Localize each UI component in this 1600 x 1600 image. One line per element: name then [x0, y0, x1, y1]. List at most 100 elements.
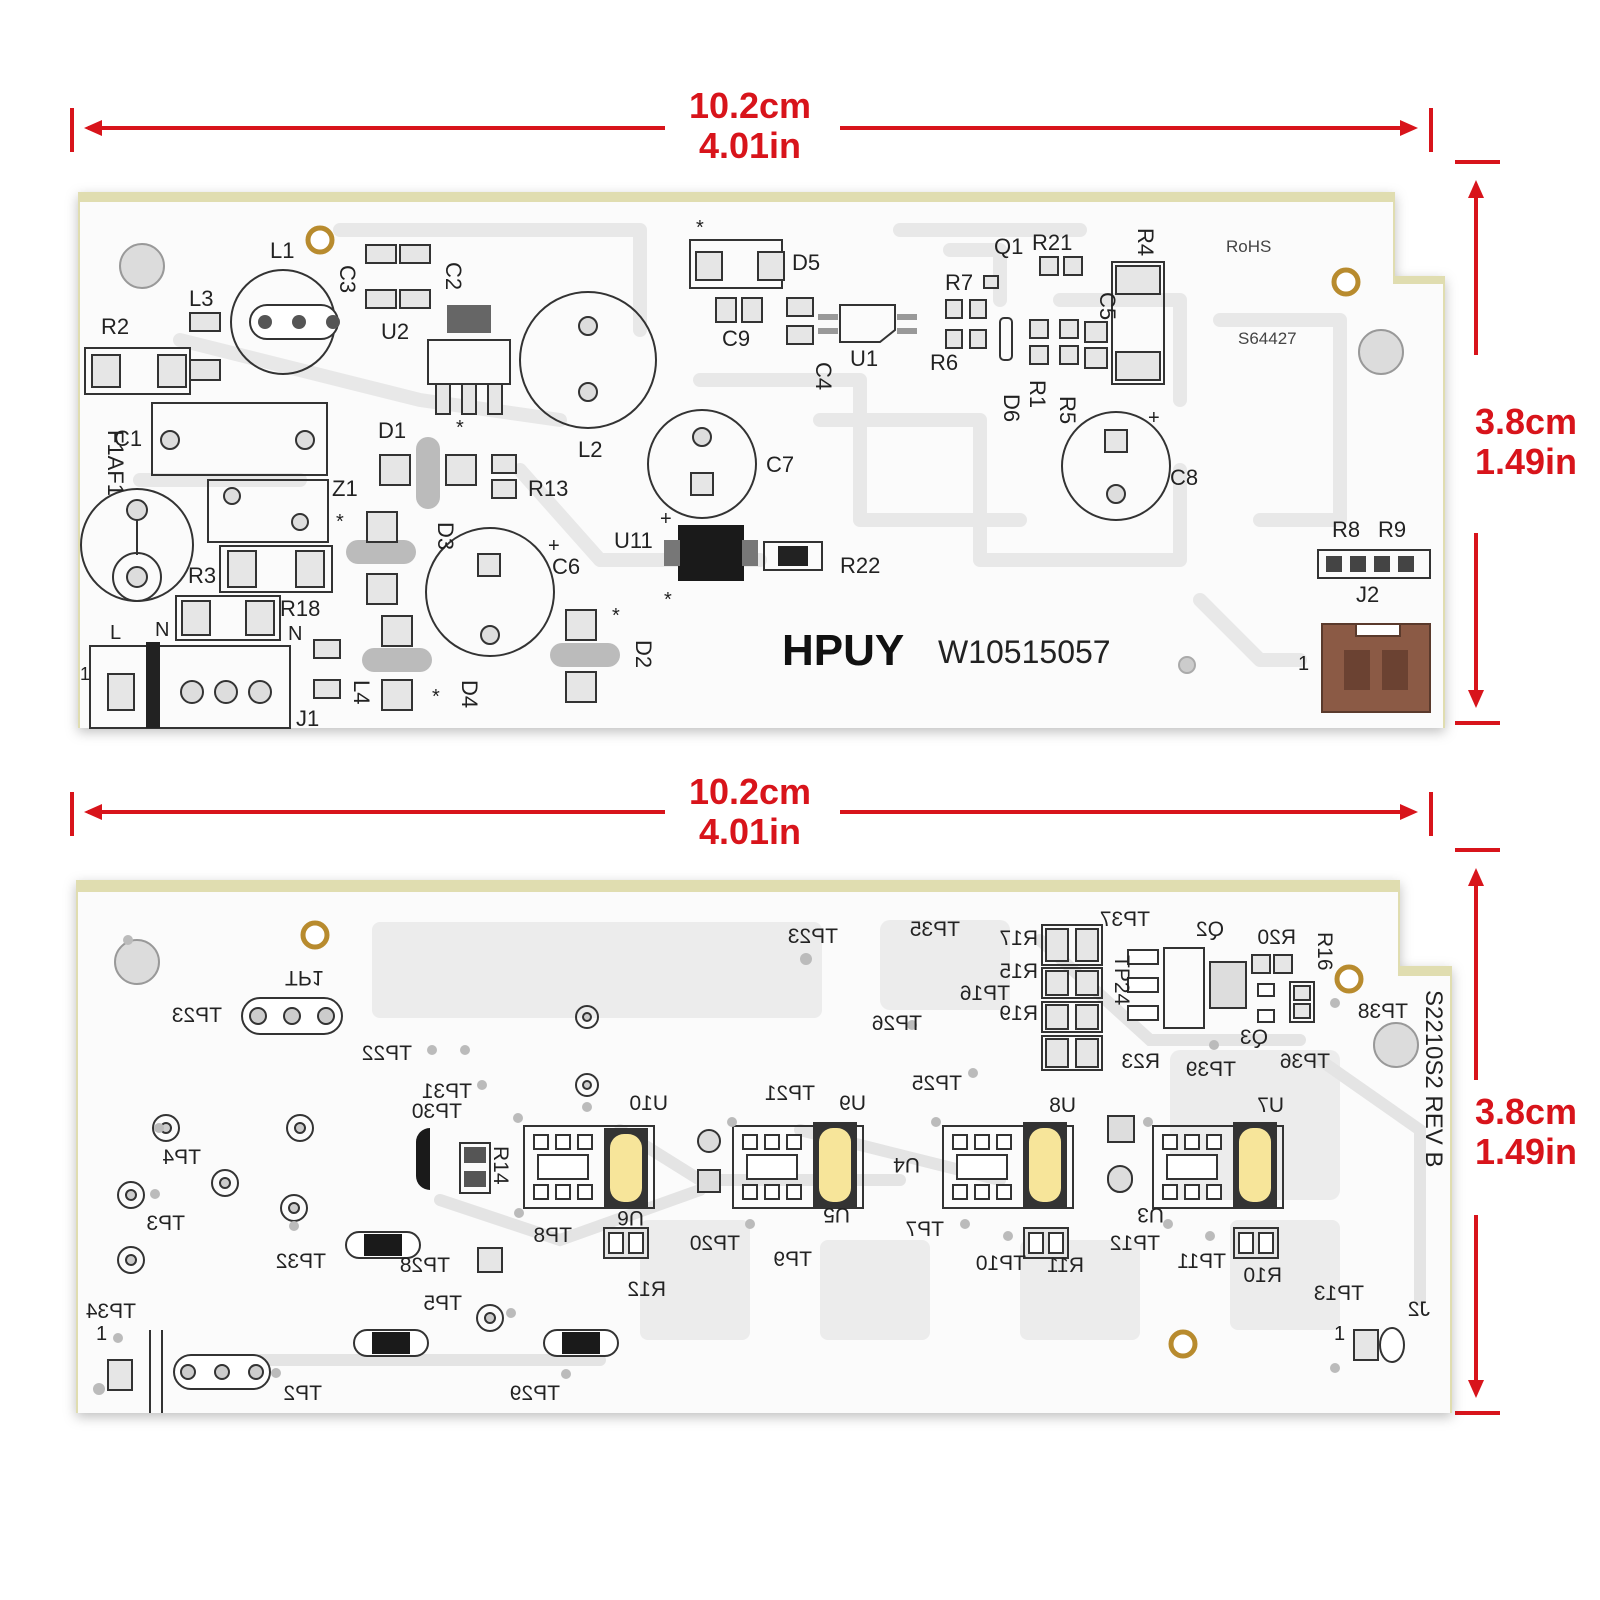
svg-text:TP36: TP36 [1280, 1050, 1330, 1073]
svg-text:TP23: TP23 [172, 1004, 222, 1027]
svg-text:U3: U3 [1137, 1203, 1164, 1226]
bottom-height-dimension-line [1455, 848, 1500, 1415]
svg-text:R7: R7 [945, 270, 973, 295]
svg-text:R12: R12 [627, 1278, 666, 1301]
bottom-height-label: 3.8cm 1.49in [1452, 1092, 1600, 1172]
svg-text:TP16: TP16 [960, 982, 1010, 1005]
svg-text:L: L [110, 622, 121, 644]
top-width-label: 10.2cm 4.01in [660, 86, 840, 166]
svg-text:C4: C4 [811, 362, 836, 390]
svg-text:L2: L2 [578, 437, 602, 462]
svg-text:U5: U5 [823, 1203, 850, 1226]
svg-text:TP12: TP12 [1110, 1232, 1160, 1255]
svg-text:TP24: TP24 [1110, 955, 1133, 1006]
top-height-dimension-line [1455, 160, 1500, 725]
bottom-components [107, 920, 1419, 1413]
svg-text:N: N [288, 623, 302, 645]
svg-text:TP4: TP4 [162, 1146, 201, 1169]
svg-text:TP37: TP37 [1100, 908, 1150, 931]
svg-text:D3: D3 [433, 522, 458, 550]
top-height-label: 3.8cm 1.49in [1452, 402, 1600, 482]
svg-text:R3: R3 [188, 563, 216, 588]
svg-text:F1AF1: F1AF1 [103, 430, 128, 496]
svg-text:TP25: TP25 [912, 1072, 962, 1095]
svg-text:R5: R5 [1055, 396, 1080, 424]
svg-text:*: * [456, 417, 464, 439]
brand-logo: HPUY [782, 626, 905, 675]
svg-text:U10: U10 [629, 1092, 668, 1115]
svg-text:TP29: TP29 [510, 1382, 560, 1405]
svg-text:TP30: TP30 [412, 1100, 462, 1123]
bottom-silkscreen-labels: TP23 TP1 TP23 TP35 TP37 Q2 R20 R17 R15 T… [85, 908, 1430, 1405]
svg-text:TP7: TP7 [905, 1218, 944, 1241]
svg-text:R20: R20 [1257, 926, 1296, 949]
svg-text:L3: L3 [189, 286, 213, 311]
svg-text:Z1: Z1 [332, 476, 358, 501]
bottom-width-label: 10.2cm 4.01in [660, 772, 840, 852]
svg-text:TP26: TP26 [872, 1012, 922, 1035]
svg-text:U1: U1 [850, 346, 878, 371]
svg-text:U6: U6 [617, 1206, 644, 1229]
svg-text:C8: C8 [1170, 465, 1198, 490]
top-silkscreen-labels: L1 C3 C2 L3 R2 U2 F1AF1 C1 Z1 R3 R18 N L… [80, 217, 1406, 731]
svg-text:R10: R10 [1243, 1264, 1282, 1287]
top-width-dimension-line [70, 108, 1433, 152]
svg-text:D1: D1 [378, 418, 406, 443]
bottom-test-points [93, 935, 1340, 1395]
bottom-width-cm: 10.2cm [688, 771, 812, 812]
svg-text:*: * [696, 217, 704, 239]
svg-text:N: N [155, 619, 169, 641]
svg-text:L4: L4 [349, 680, 374, 704]
svg-text:*: * [432, 686, 440, 708]
svg-text:TP22: TP22 [362, 1042, 412, 1065]
svg-text:TP8: TP8 [533, 1224, 572, 1247]
svg-text:U9: U9 [839, 1092, 866, 1115]
svg-text:TP38: TP38 [1358, 1000, 1408, 1023]
svg-text:R13: R13 [528, 476, 568, 501]
svg-text:C1: C1 [114, 426, 142, 451]
svg-text:TP31: TP31 [422, 1080, 472, 1103]
svg-text:U8: U8 [1049, 1094, 1076, 1117]
top-components [80, 225, 1431, 729]
svg-text:U7: U7 [1257, 1094, 1284, 1117]
svg-text:J2: J2 [1356, 582, 1379, 607]
svg-text:TP35: TP35 [910, 918, 960, 941]
top-width-cm: 10.2cm [688, 85, 812, 126]
svg-text:TP39: TP39 [1186, 1058, 1236, 1081]
svg-text:R11: R11 [1047, 1254, 1084, 1277]
svg-text:TP5: TP5 [423, 1292, 462, 1315]
svg-text:R21: R21 [1032, 230, 1072, 255]
svg-text:TP13: TP13 [1314, 1282, 1364, 1305]
svg-text:C6: C6 [552, 554, 580, 579]
svg-text:TP10: TP10 [976, 1252, 1026, 1275]
svg-text:R6: R6 [930, 350, 958, 375]
svg-text:*: * [336, 511, 344, 533]
top-width-in: 4.01in [698, 125, 802, 166]
svg-text:+: + [660, 508, 672, 530]
svg-text:TP9: TP9 [773, 1248, 812, 1271]
svg-text:R2: R2 [101, 314, 129, 339]
svg-text:+: + [1148, 407, 1160, 429]
svg-text:TP23: TP23 [788, 925, 838, 948]
svg-text:TP1: TP1 [285, 966, 324, 989]
svg-text:D6: D6 [999, 394, 1024, 422]
svg-text:D2: D2 [631, 640, 656, 668]
svg-text:R1: R1 [1025, 380, 1050, 408]
top-height-cm: 3.8cm [1474, 401, 1578, 442]
svg-text:D4: D4 [457, 680, 482, 708]
svg-text:C3: C3 [335, 265, 360, 293]
svg-text:U2: U2 [381, 319, 409, 344]
svg-text:+: + [548, 535, 560, 557]
svg-text:TP20: TP20 [690, 1232, 740, 1255]
svg-text:U11: U11 [614, 528, 653, 553]
svg-text:TP2: TP2 [283, 1382, 322, 1405]
svg-text:J1: J1 [296, 706, 319, 731]
svg-text:C9: C9 [722, 326, 750, 351]
svg-text:R8: R8 [1332, 517, 1360, 542]
bottom-height-in: 1.49in [1474, 1131, 1578, 1172]
svg-text:R16: R16 [1313, 932, 1336, 971]
svg-text:R14: R14 [489, 1146, 512, 1185]
svg-text:J2: J2 [1408, 1298, 1430, 1321]
svg-text:R23: R23 [1121, 1050, 1160, 1073]
